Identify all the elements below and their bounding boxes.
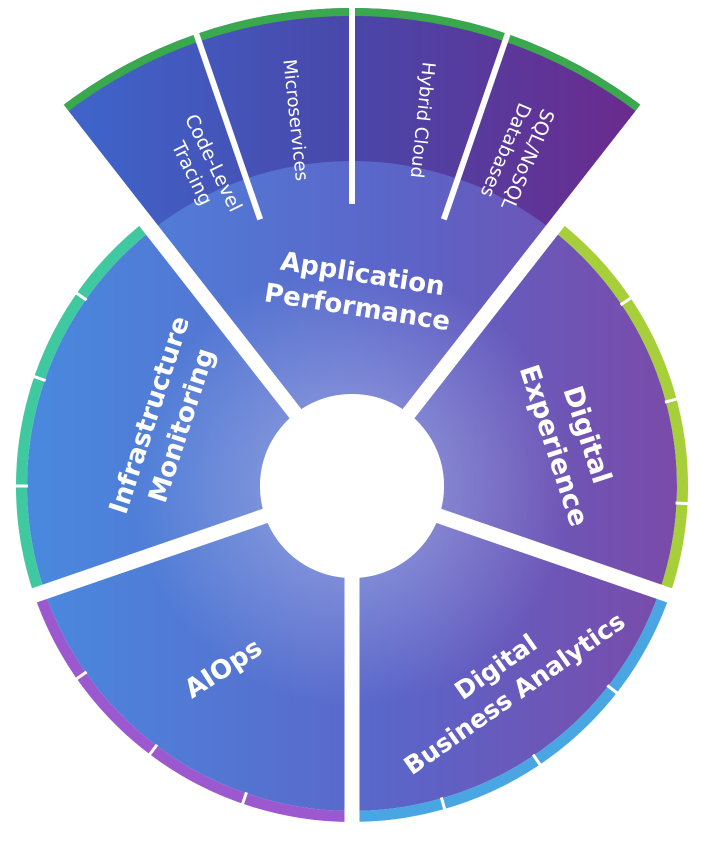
segment-gap [49, 101, 305, 423]
rim-digital-experience [552, 221, 689, 596]
rim-infrastructure-monitoring [15, 221, 152, 596]
rim-tick [439, 797, 447, 811]
rim-tick [619, 296, 633, 307]
outer-band-green-rim [57, 7, 647, 116]
rim-digital-business-analytics [352, 591, 670, 822]
segment-gap [28, 507, 273, 604]
rim-aiops [34, 591, 353, 822]
rim-tick [675, 501, 689, 506]
center-hub [260, 394, 444, 578]
rim-tick [606, 684, 619, 695]
rim-tick [75, 670, 88, 681]
segment-gap [399, 101, 655, 423]
gap-layer [15, 5, 689, 826]
rim-tick [75, 291, 88, 302]
rim-tick [240, 791, 248, 806]
rim-tick [664, 397, 678, 404]
rim-tick [32, 374, 47, 382]
rim-tick [147, 743, 159, 757]
sub-column-gap [192, 30, 264, 221]
sub-column-gap [440, 30, 512, 221]
rim-tick [531, 753, 542, 767]
segment-gap [431, 507, 676, 604]
